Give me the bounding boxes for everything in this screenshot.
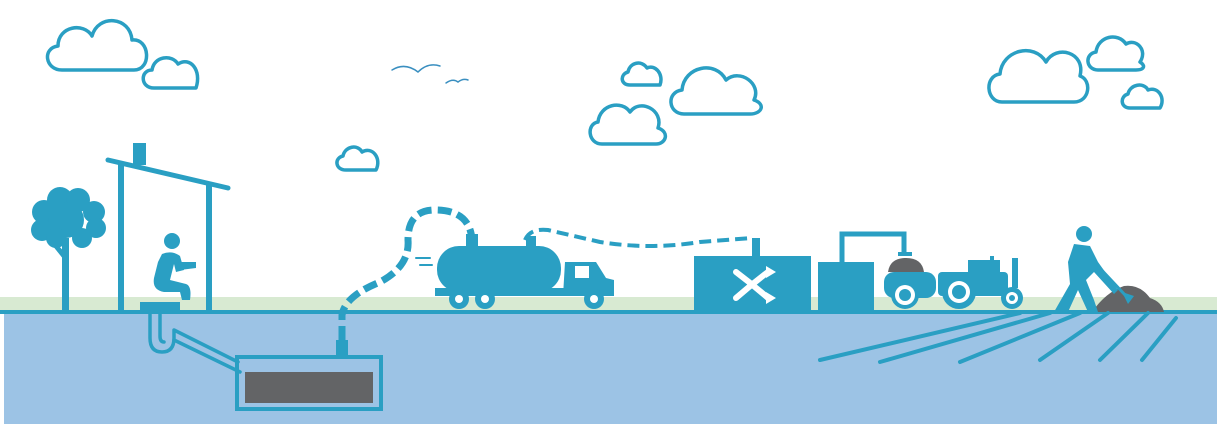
sanitation-chain-illustration [0, 0, 1217, 424]
sanitation-chain-svg [0, 0, 1217, 424]
